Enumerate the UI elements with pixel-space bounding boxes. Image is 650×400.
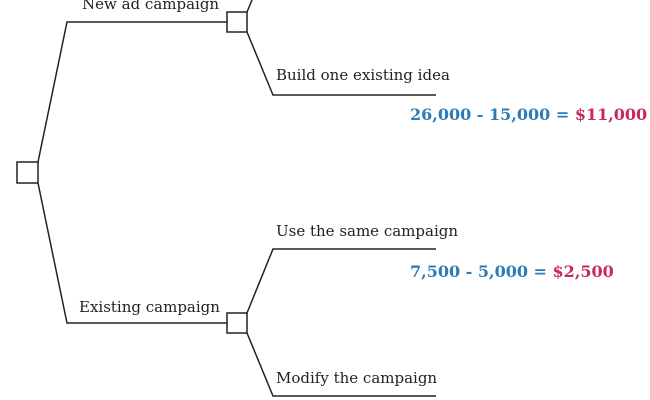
new-campaign-decision-node <box>226 11 248 33</box>
calc-new-build-result: $11,000 <box>574 105 648 124</box>
label-new-ad-campaign: New ad campaign <box>82 0 220 13</box>
calc-existing-same: 7,500 - 5,000 = $2,500 <box>410 264 614 280</box>
label-build-existing-idea: Build one existing idea <box>276 66 450 84</box>
branch-use-same-campaign <box>246 248 436 314</box>
calc-existing-same-expression: 7,500 - 5,000 = <box>410 262 547 281</box>
calc-new-build: 26,000 - 15,000 = $11,000 <box>410 107 647 123</box>
label-modify-campaign: Modify the campaign <box>276 369 438 387</box>
branch-upper-offscreen <box>246 0 253 13</box>
existing-campaign-decision-node <box>226 312 248 334</box>
branch-new-ad-campaign <box>37 21 227 163</box>
branch-modify-campaign <box>246 332 436 397</box>
root-decision-node <box>16 161 39 184</box>
branch-existing-campaign <box>37 182 227 324</box>
label-existing-campaign: Existing campaign <box>79 298 220 316</box>
label-use-same-campaign: Use the same campaign <box>276 222 458 240</box>
calc-new-build-expression: 26,000 - 15,000 = <box>410 105 570 124</box>
calc-existing-same-result: $2,500 <box>552 262 614 281</box>
branch-build-existing-idea <box>246 31 436 96</box>
